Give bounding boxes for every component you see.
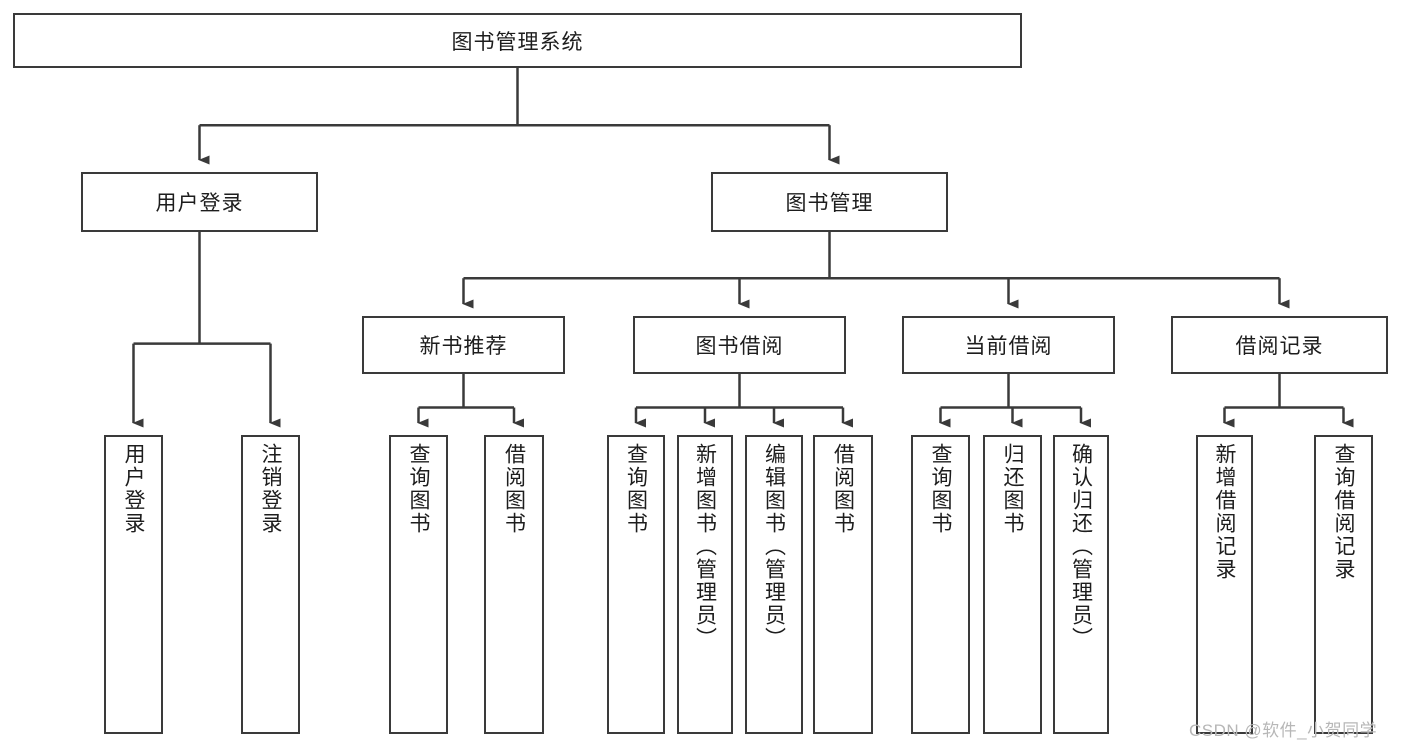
node-current[interactable]: 当前借阅: [902, 316, 1115, 374]
node-l3[interactable]: 查询图书: [389, 435, 448, 734]
node-label: 查询图书: [929, 443, 952, 535]
node-l1[interactable]: 用户登录: [104, 435, 163, 734]
node-newrec[interactable]: 新书推荐: [362, 316, 565, 374]
node-root[interactable]: 图书管理系统: [13, 13, 1022, 68]
node-login[interactable]: 用户登录: [81, 172, 318, 232]
node-l7[interactable]: 编辑图书（管理员）: [745, 435, 803, 734]
node-label: 借阅记录: [1235, 335, 1324, 358]
node-l5[interactable]: 查询图书: [607, 435, 665, 734]
node-label: 新书推荐: [419, 335, 508, 358]
node-label: 图书管理系统: [451, 30, 584, 54]
node-l11[interactable]: 确认归还（管理员）: [1053, 435, 1109, 734]
node-l8[interactable]: 借阅图书: [813, 435, 873, 734]
node-l10[interactable]: 归还图书: [983, 435, 1042, 734]
node-label: 确认归还（管理员）: [1069, 443, 1093, 650]
node-l13[interactable]: 查询借阅记录: [1314, 435, 1373, 734]
node-label: 新增借阅记录: [1213, 443, 1236, 581]
node-label: 查询图书: [624, 443, 648, 535]
node-l6[interactable]: 新增图书（管理员）: [677, 435, 733, 734]
node-label: 归还图书: [1001, 443, 1024, 535]
node-label: 借阅图书: [502, 443, 526, 535]
node-label: 用户登录: [155, 192, 244, 215]
node-label: 借阅图书: [831, 443, 855, 535]
node-l9[interactable]: 查询图书: [911, 435, 970, 734]
node-label: 当前借阅: [964, 335, 1053, 358]
node-label: 编辑图书（管理员）: [762, 443, 786, 650]
node-label: 用户登录: [122, 443, 145, 535]
node-label: 查询图书: [407, 443, 430, 535]
node-label: 查询借阅记录: [1332, 443, 1355, 581]
node-l2[interactable]: 注销登录: [241, 435, 300, 734]
node-label: 新增图书（管理员）: [693, 443, 717, 650]
node-label: 图书管理: [785, 192, 874, 215]
node-l12[interactable]: 新增借阅记录: [1196, 435, 1253, 734]
node-l4[interactable]: 借阅图书: [484, 435, 544, 734]
node-borrow[interactable]: 图书借阅: [633, 316, 846, 374]
watermark: CSDN @软件_小贺同学: [1189, 721, 1378, 740]
node-records[interactable]: 借阅记录: [1171, 316, 1388, 374]
node-label: 注销登录: [259, 443, 282, 535]
node-bookmgmt[interactable]: 图书管理: [711, 172, 948, 232]
node-label: 图书借阅: [695, 335, 784, 358]
